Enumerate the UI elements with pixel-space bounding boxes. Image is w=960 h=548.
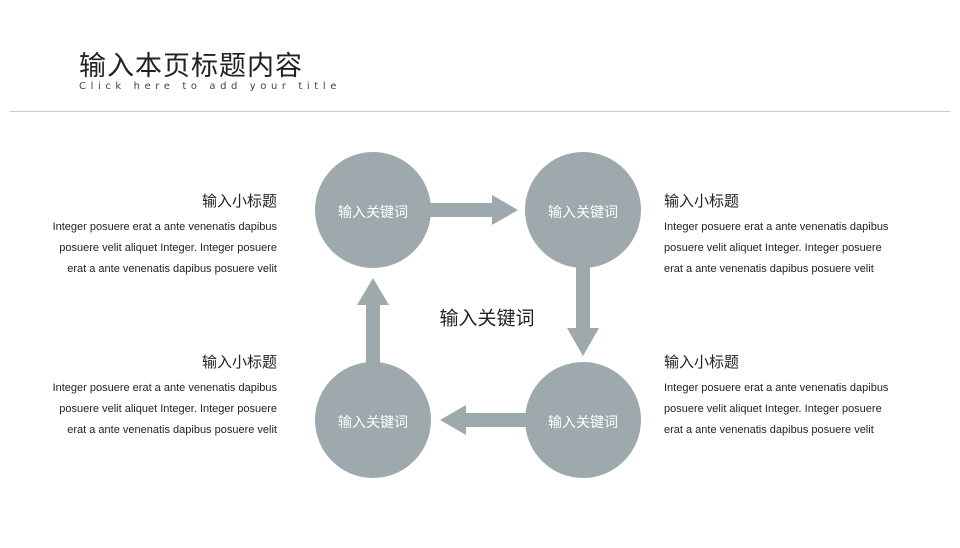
block-line: Integer posuere erat a ante venenatis da…: [52, 221, 277, 233]
block-line: Integer posuere erat a ante venenatis da…: [664, 221, 889, 233]
node-label-top-left: 输入关键词: [338, 205, 408, 221]
block-heading: 输入小标题: [664, 353, 740, 371]
block-line: erat a ante venenatis dapibus posuere ve…: [664, 263, 874, 275]
block-line: Integer posuere erat a ante venenatis da…: [52, 382, 277, 394]
block-heading: 输入小标题: [664, 192, 740, 210]
node-circle-top-left: [315, 152, 431, 268]
title-divider: [10, 111, 950, 112]
node-label-bottom-right: 输入关键词: [548, 415, 618, 431]
block-line: posuere velit aliquet Integer. Integer p…: [664, 242, 882, 254]
text-block-top-left: 输入小标题 Integer posuere erat a ante venena…: [47, 190, 277, 280]
node-circle-bottom-left: [315, 362, 431, 478]
block-line: erat a ante venenatis dapibus posuere ve…: [664, 424, 874, 436]
node-circle-top-right: [525, 152, 641, 268]
page-subtitle: Click here to add your title: [79, 81, 341, 92]
arrow-left: [440, 405, 540, 435]
node-label-bottom-left: 输入关键词: [338, 415, 408, 431]
block-line: Integer posuere erat a ante venenatis da…: [664, 382, 889, 394]
text-block-bottom-left: 输入小标题 Integer posuere erat a ante venena…: [47, 351, 277, 441]
node-circle-bottom-right: [525, 362, 641, 478]
block-line: posuere velit aliquet Integer. Integer p…: [59, 242, 277, 254]
arrow-right: [425, 195, 518, 225]
block-line: posuere velit aliquet Integer. Integer p…: [664, 403, 882, 415]
block-line: posuere velit aliquet Integer. Integer p…: [59, 403, 277, 415]
block-body: Integer posuere erat a ante venenatis da…: [47, 217, 277, 280]
arrow-up: [357, 278, 389, 368]
text-block-bottom-right: 输入小标题 Integer posuere erat a ante venena…: [664, 351, 894, 441]
block-heading: 输入小标题: [201, 192, 277, 210]
block-body: Integer posuere erat a ante venenatis da…: [47, 378, 277, 441]
block-line: erat a ante venenatis dapibus posuere ve…: [67, 263, 277, 275]
block-body: Integer posuere erat a ante venenatis da…: [664, 378, 894, 441]
block-body: Integer posuere erat a ante venenatis da…: [664, 217, 894, 280]
text-block-top-right: 输入小标题 Integer posuere erat a ante venena…: [664, 190, 894, 280]
block-heading: 输入小标题: [201, 353, 277, 371]
arrow-down: [567, 262, 599, 356]
page-title: 输入本页标题内容: [79, 51, 303, 82]
block-line: erat a ante venenatis dapibus posuere ve…: [67, 424, 277, 436]
center-keyword: 输入关键词: [439, 308, 534, 330]
node-label-top-right: 输入关键词: [548, 205, 618, 221]
